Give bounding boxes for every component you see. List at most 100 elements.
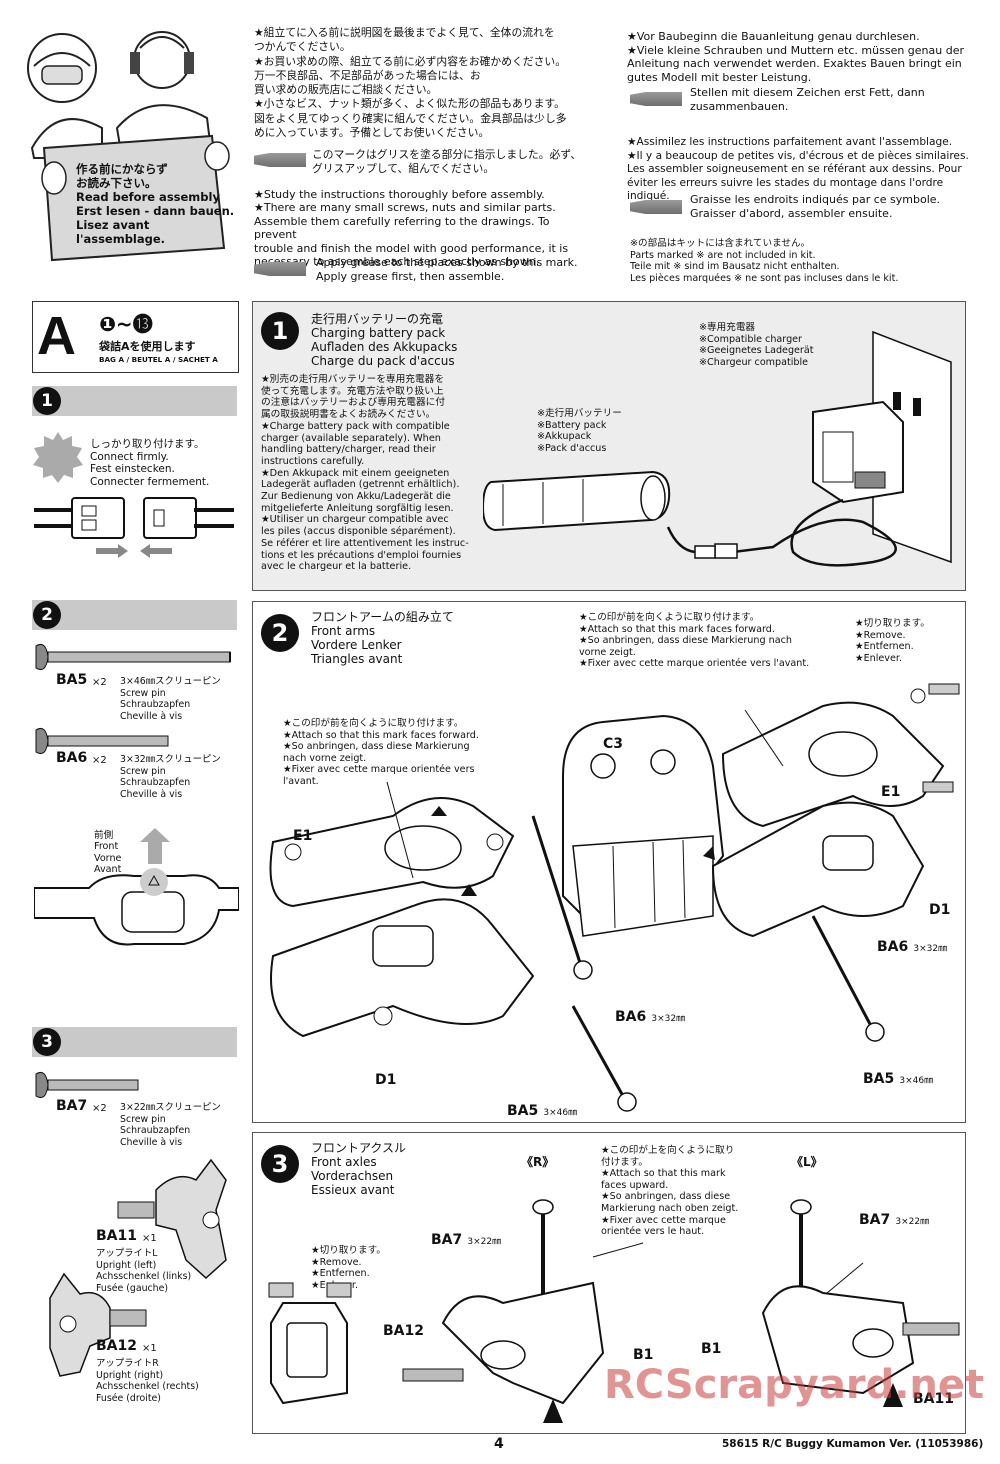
- ba11-qty: ×1: [142, 1233, 157, 1244]
- screw-pin-ba6-drawing: [34, 726, 174, 756]
- side-step1-header: [32, 386, 237, 416]
- ba7-l-size: 3×22㎜: [895, 1217, 930, 1227]
- de-grease-text: Stellen mit diesem Zeichen erst Fett, da…: [690, 86, 925, 113]
- d1-left-label: D1: [375, 1072, 397, 1088]
- ba5-qty: ×2: [92, 677, 107, 688]
- screw-pin-ba7-drawing: [34, 1070, 144, 1100]
- step2-title: フロントアームの組み立て Front arms Vordere Lenker T…: [311, 610, 454, 666]
- fr-grease-text: Graisse les endroits indiqués par ce sym…: [690, 193, 941, 220]
- not-included-note: ※の部品はキットには含まれていません。 Parts marked ※ are n…: [630, 238, 899, 284]
- step1-title: 走行用バッテリーの充電 Charging battery pack Auflad…: [311, 312, 458, 368]
- connect-text: しっかり取り付けます。 Connect firmly. Fest einstec…: [90, 438, 210, 488]
- watermark: RCScrapyard.net: [604, 1362, 985, 1408]
- fr-notes: ★Assimilez les instructions parfaitement…: [627, 136, 969, 202]
- ba11-desc: アップライトL Upright (left) Achsschenkel (lin…: [96, 1248, 192, 1294]
- b1-label-a: B1: [633, 1347, 654, 1363]
- ba5-right-label: BA5 3×46㎜: [863, 1068, 933, 1087]
- c3-label: C3: [603, 736, 624, 752]
- e1-right-label: E1: [881, 784, 901, 800]
- front-arrow-icon: [140, 828, 170, 864]
- ba7-r-code: BA7: [431, 1232, 463, 1248]
- en-grease-text: Apply grease to the places shown by this…: [316, 256, 578, 283]
- arm-top-view-drawing: [33, 868, 240, 958]
- battery-charger-drawing: [481, 322, 953, 582]
- ba6-center-size: 3×32㎜: [651, 1014, 686, 1024]
- step2-mark-note-top: ★この印が前を向くように取り付けます。 ★Attach so that this…: [579, 612, 810, 670]
- ba6-center-label: BA6 3×32㎜: [615, 1006, 685, 1025]
- battery-label: ※走行用バッテリー ※Battery pack ※Akkupack ※Pack …: [537, 408, 622, 454]
- right-side-mark: 《R》: [521, 1155, 555, 1169]
- e1-left-label: E1: [293, 828, 313, 844]
- step3-number: 3: [261, 1145, 299, 1183]
- front-axles-drawing: [263, 1173, 963, 1429]
- side-step2-number: 2: [33, 601, 61, 629]
- page-number: 4: [494, 1436, 504, 1452]
- d1-right-label: D1: [929, 902, 951, 918]
- side-step1-number: 1: [33, 387, 61, 415]
- step2-cut-note: ★切り取ります。 ★Remove. ★Entfernen. ★Enlever.: [855, 618, 930, 664]
- ba7-r-label: BA7 3×22㎜: [431, 1229, 501, 1248]
- ba6-right-code: BA6: [877, 939, 909, 955]
- ba5-center-code: BA5: [507, 1103, 539, 1119]
- ba5-desc: 3×46㎜スクリューピン Screw pin Schraubzapfen Che…: [120, 676, 221, 722]
- screw-pin-ba5-drawing: [34, 642, 244, 672]
- step2-mark-note-left: ★この印が前を向くように取り付けます。 ★Attach so that this…: [283, 718, 479, 787]
- ba5-code: BA5: [56, 672, 88, 688]
- step3-title: フロントアクスル Front axles Vorderachsen Essieu…: [311, 1141, 407, 1197]
- charger-label: ※専用充電器 ※Compatible charger ※Geeignetes L…: [699, 322, 814, 368]
- bag-jp-label: 袋詰Aを使用します: [99, 340, 196, 353]
- ba6-code: BA6: [56, 750, 88, 766]
- step1-body: ★別売の走行用バッテリーを専用充電器を 使って充電します。充電方法や取り扱い上 …: [261, 374, 469, 573]
- step1-panel: 1 走行用バッテリーの充電 Charging battery pack Aufl…: [252, 301, 966, 591]
- step3-up-note: ★この印が上を向くように取り 付けます。 ★Attach so that thi…: [601, 1145, 739, 1238]
- step3-panel: 3 フロントアクスル Front axles Vorderachsen Essi…: [252, 1132, 966, 1434]
- ba5-center-label: BA5 3×46㎜: [507, 1100, 577, 1119]
- ba6-right-label: BA6 3×32㎜: [877, 936, 947, 955]
- ba7-l-code: BA7: [859, 1212, 891, 1228]
- side-step3-header: [32, 1027, 237, 1057]
- bag-multi-label: BAG A / BEUTEL A / SACHET A: [99, 355, 218, 364]
- bag-letter: A: [37, 306, 76, 366]
- en-notes: ★Study the instructions thoroughly befor…: [254, 188, 569, 269]
- intro-illustration: [12, 8, 242, 263]
- ba6-qty: ×2: [92, 755, 107, 766]
- ba6-desc: 3×32㎜スクリューピン Screw pin Schraubzapfen Che…: [120, 754, 221, 800]
- grease-mark-icon: [630, 92, 682, 106]
- side-step2-header: [32, 600, 237, 630]
- upright-right-drawing: [40, 1268, 150, 1378]
- front-arms-drawing: [263, 666, 963, 1118]
- ba7-code: BA7: [56, 1098, 88, 1114]
- bag-steps-range: ❶~⓭: [99, 312, 153, 336]
- connect-badge-icon: [32, 432, 84, 484]
- ba11-code: BA11: [96, 1228, 137, 1244]
- ba12-desc: アップライトR Upright (right) Achsschenkel (re…: [96, 1358, 199, 1404]
- step1-number: 1: [261, 312, 299, 350]
- side-step3-number: 3: [33, 1028, 61, 1056]
- ba5-center-size: 3×46㎜: [543, 1108, 578, 1118]
- ba7-desc: 3×22㎜スクリューピン Screw pin Schraubzapfen Che…: [120, 1102, 221, 1148]
- step2-panel: 2 フロントアームの組み立て Front arms Vordere Lenker…: [252, 601, 966, 1123]
- jp-notes: ★組立てに入る前に説明図を最後までよく見て、全体の流れを つかんでください。 ★…: [254, 26, 567, 140]
- left-side-mark: 《L》: [791, 1155, 823, 1169]
- grease-mark-icon: [254, 153, 306, 167]
- ba7-qty: ×2: [92, 1103, 107, 1114]
- grease-mark-icon: [630, 200, 682, 214]
- de-notes: ★Vor Baubeginn die Bauanleitung genau du…: [627, 30, 965, 84]
- connector-diagram: [34, 492, 234, 562]
- grease-mark-icon: [254, 262, 306, 276]
- ba5-right-code: BA5: [863, 1071, 895, 1087]
- read-before-text: 作る前にかならず お読み下さい。 Read before assembly Er…: [76, 162, 235, 246]
- ba7-l-label: BA7 3×22㎜: [859, 1209, 929, 1228]
- b1-label-b: B1: [701, 1341, 722, 1357]
- bag-header: A ❶~⓭ 袋詰Aを使用します BAG A / BEUTEL A / SACHE…: [32, 301, 239, 373]
- ba7-r-size: 3×22㎜: [467, 1237, 502, 1247]
- step2-number: 2: [261, 614, 299, 652]
- ba6-center-code: BA6: [615, 1009, 647, 1025]
- product-code: 58615 R/C Buggy Kumamon Ver. (11053986): [722, 1438, 984, 1450]
- upright-left-drawing: [116, 1150, 236, 1280]
- ba11-label: BA11: [913, 1391, 954, 1407]
- jp-grease-text: このマークはグリスを塗る部分に指示しました。必ず、 グリスアップして、組んでくだ…: [312, 148, 582, 175]
- ba6-right-size: 3×32㎜: [913, 944, 948, 954]
- front-label: 前側 Front Vorne Avant: [94, 830, 122, 876]
- ba12-label: BA12: [383, 1323, 424, 1339]
